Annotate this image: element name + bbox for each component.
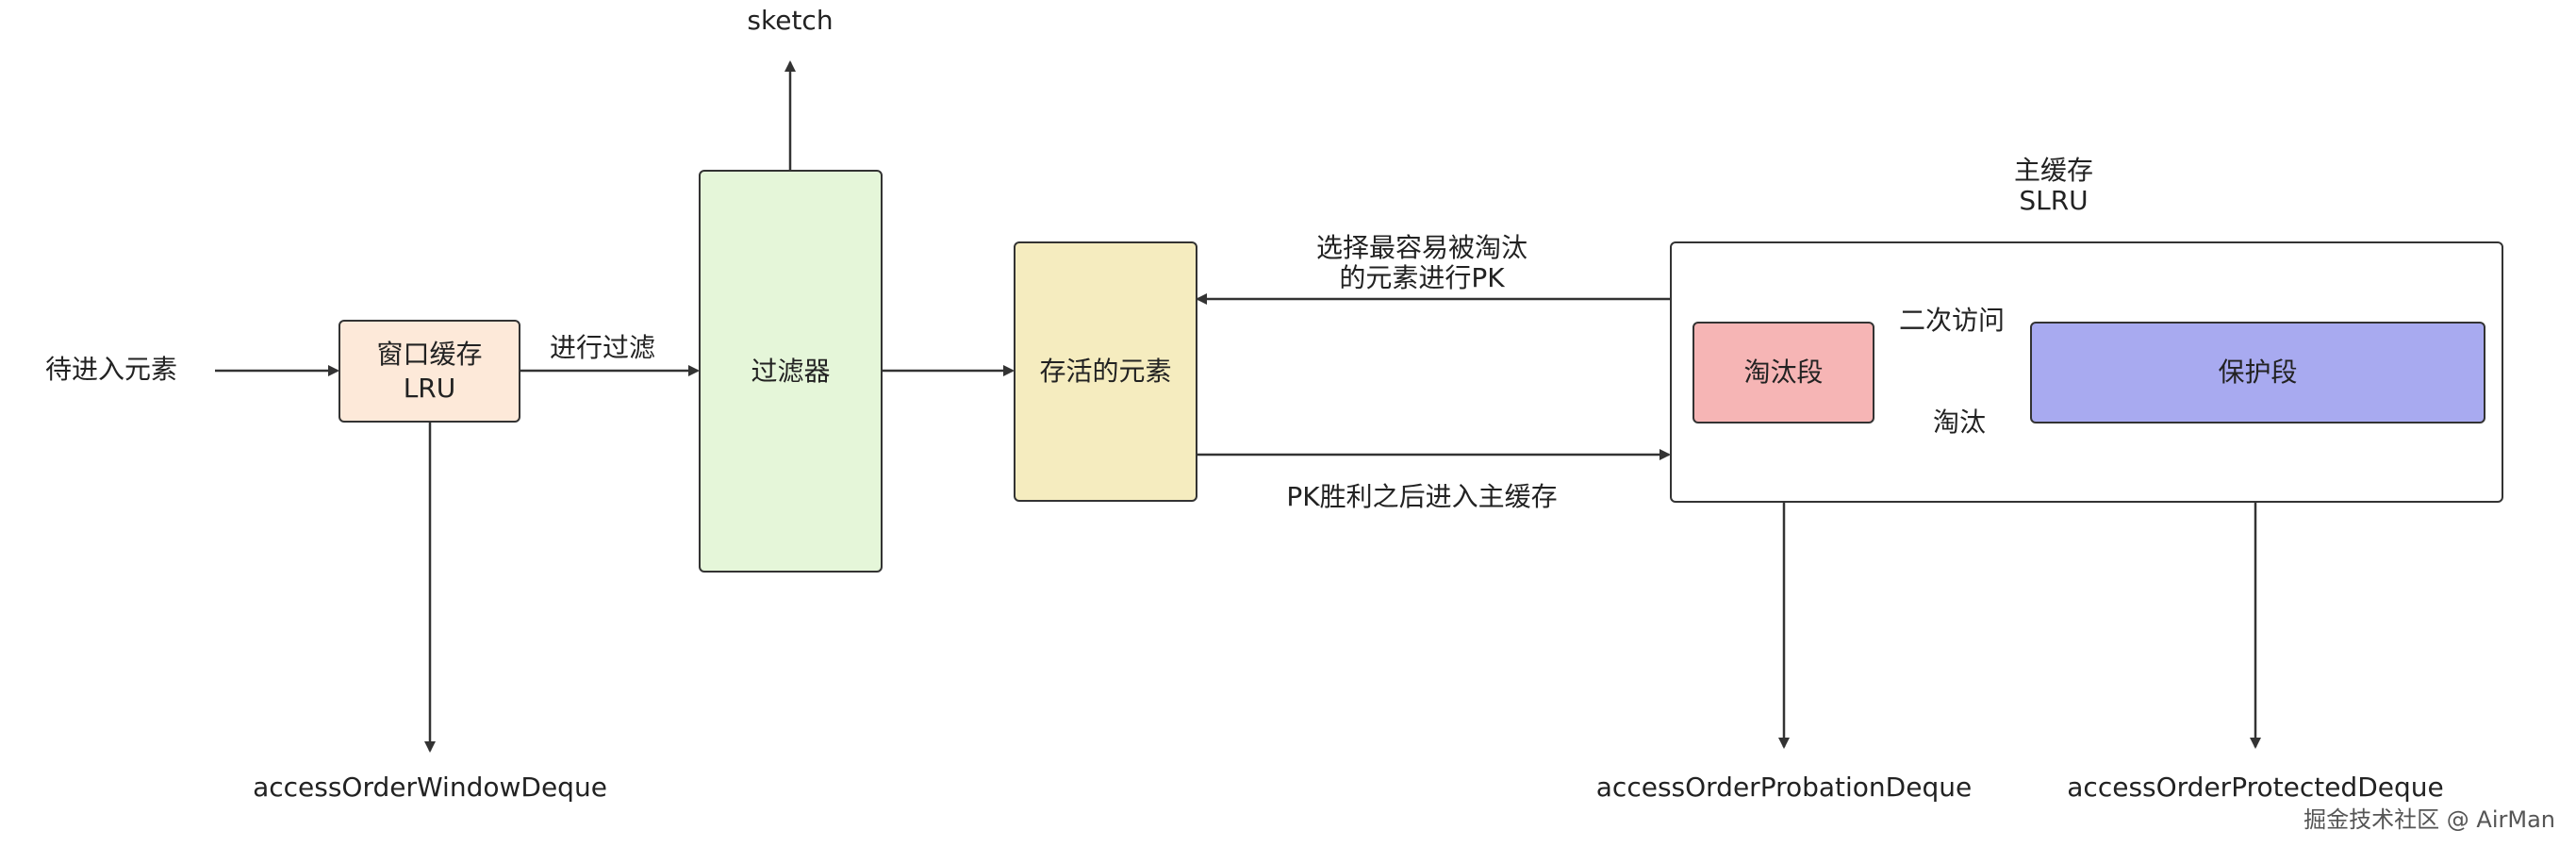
sketch-label: sketch xyxy=(747,5,834,36)
filter-node: 过滤器 xyxy=(699,170,883,573)
pk-win-edge-label: PK胜利之后进入主缓存 xyxy=(1286,481,1558,512)
window-cache-node: 窗口缓存 LRU xyxy=(339,320,520,423)
select-victim-edge-label: 选择最容易被淘汰 的元素进行PK xyxy=(1315,232,1528,293)
main-cache-title: 主缓存 SLRU xyxy=(2013,155,2094,216)
watermark: 掘金技术社区 @ AirMan xyxy=(2304,806,2555,833)
window-deque-label: accessOrderWindowDeque xyxy=(253,772,607,803)
protected-segment-node: 保护段 xyxy=(2030,322,2485,424)
evict-edge-label: 淘汰 xyxy=(1932,407,1987,438)
input-element-label: 待进入元素 xyxy=(45,354,178,385)
survivor-node: 存活的元素 xyxy=(1014,241,1197,502)
protected-deque-label: accessOrderProtectedDeque xyxy=(2067,772,2444,803)
probation-deque-label: accessOrderProbationDeque xyxy=(1595,772,1973,803)
filter-edge-label: 进行过滤 xyxy=(550,332,656,363)
probation-segment-node: 淘汰段 xyxy=(1693,322,1874,424)
second-access-edge-label: 二次访问 xyxy=(1898,305,2006,336)
